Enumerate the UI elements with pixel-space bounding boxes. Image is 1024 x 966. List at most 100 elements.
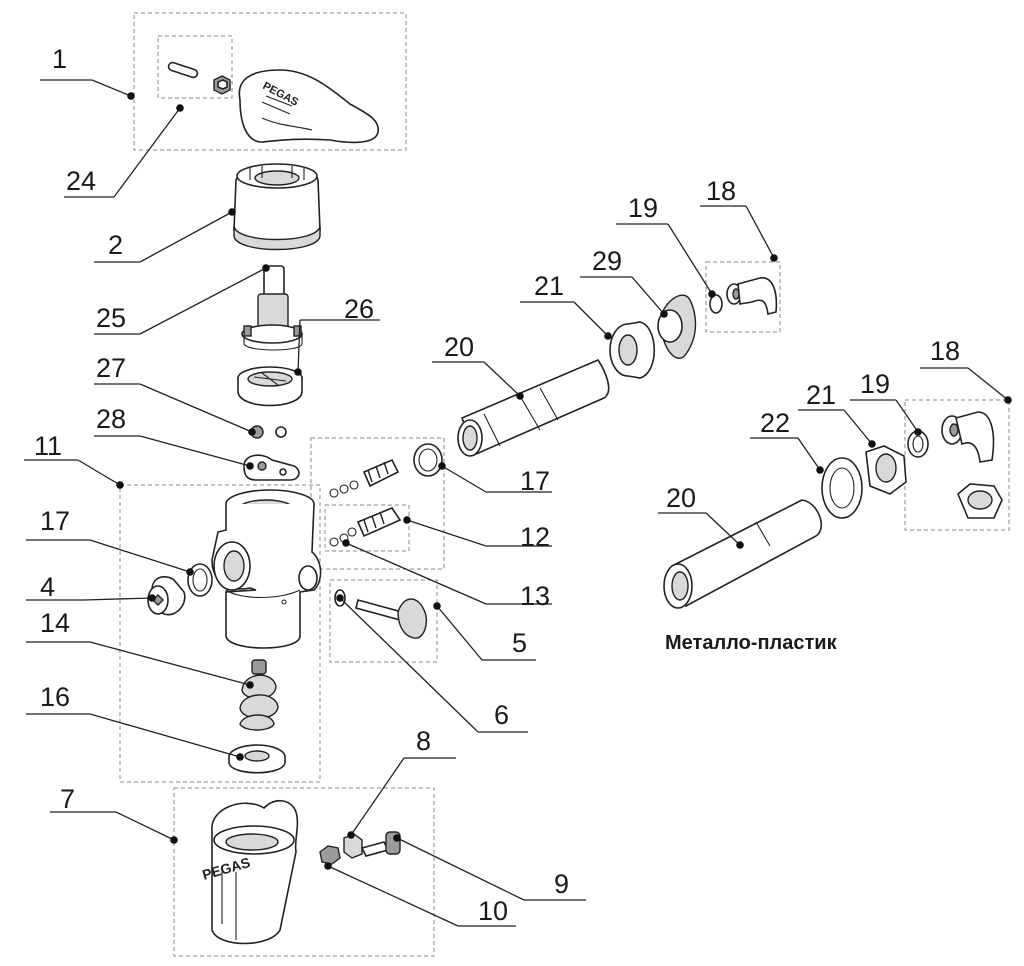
callout-dot bbox=[236, 753, 244, 761]
callout-leader-line bbox=[967, 367, 1009, 401]
callout-dot bbox=[228, 208, 236, 216]
callout-10: 10 bbox=[324, 862, 516, 927]
callout-17: 17 bbox=[438, 462, 552, 496]
callout-number: 4 bbox=[40, 572, 55, 602]
part-ring bbox=[237, 366, 303, 407]
callout-dot bbox=[127, 92, 135, 100]
callout-9: 9 bbox=[393, 834, 586, 901]
callout-leader-line bbox=[797, 437, 821, 471]
group-box-body bbox=[119, 484, 321, 783]
part-oring-right bbox=[413, 443, 443, 477]
callout-dot bbox=[170, 836, 178, 844]
callout-2: 2 bbox=[94, 208, 236, 263]
callout-dot bbox=[148, 594, 156, 602]
callout-leader-line bbox=[483, 361, 521, 397]
parts: PEGAS bbox=[147, 61, 1003, 945]
callout-13: 13 bbox=[342, 539, 552, 611]
callout-dot bbox=[246, 462, 254, 470]
callout-20: 20 bbox=[432, 332, 524, 400]
callout-20: 20 bbox=[658, 483, 744, 549]
callout-number: 25 bbox=[96, 303, 126, 333]
callout-dot bbox=[347, 831, 355, 839]
part-cover: PEGAS bbox=[200, 800, 299, 945]
part-plug bbox=[147, 576, 186, 616]
callout-dot bbox=[433, 602, 441, 610]
group-box-elbow-top bbox=[705, 261, 781, 333]
callout-number: 7 bbox=[60, 784, 75, 814]
part-oring-left bbox=[187, 563, 213, 597]
callout-number: 19 bbox=[628, 193, 658, 223]
callout-18: 18 bbox=[920, 336, 1012, 404]
part-spindle bbox=[241, 265, 303, 351]
callout-leader-line bbox=[345, 542, 487, 605]
callout-number: 13 bbox=[520, 581, 550, 611]
callout-25: 25 bbox=[94, 264, 270, 335]
part-handle-lever: PEGAS bbox=[238, 69, 379, 144]
callout-27: 27 bbox=[94, 353, 256, 436]
callout-number: 22 bbox=[760, 408, 790, 438]
group-box-cover bbox=[173, 787, 435, 957]
part-spring bbox=[239, 659, 279, 731]
callout-dot bbox=[736, 541, 744, 549]
part-elbow-right bbox=[941, 411, 1003, 519]
part-ring-top bbox=[709, 294, 723, 314]
part-flat-washer bbox=[821, 457, 863, 519]
callout-leader-line bbox=[113, 107, 181, 198]
callout-leader-line bbox=[115, 811, 175, 841]
callout-21: 21 bbox=[798, 380, 876, 448]
callout-21: 21 bbox=[520, 271, 612, 340]
callout-6: 6 bbox=[336, 594, 528, 733]
group-box-pin-nut bbox=[157, 35, 233, 99]
callout-number: 24 bbox=[66, 166, 96, 196]
callout-number: 16 bbox=[40, 682, 70, 712]
callout-8: 8 bbox=[347, 726, 456, 839]
callout-dot bbox=[660, 310, 668, 318]
part-pipe-right bbox=[663, 499, 822, 609]
part-main-body bbox=[211, 489, 322, 649]
callout-29: 29 bbox=[580, 246, 668, 318]
callout-leader-line bbox=[436, 605, 483, 661]
callout-leader-line bbox=[139, 435, 251, 467]
callout-leader-line bbox=[350, 757, 405, 836]
callout-leader-line bbox=[139, 267, 267, 335]
callout-4: 4 bbox=[26, 572, 156, 602]
callout-leader-line bbox=[89, 539, 191, 573]
part-nipples bbox=[329, 458, 402, 547]
callout-19: 19 bbox=[616, 193, 716, 298]
callout-dot bbox=[708, 290, 716, 298]
callout-dot bbox=[914, 428, 922, 436]
callout-dot bbox=[1004, 396, 1012, 404]
callout-leader-line bbox=[91, 79, 132, 97]
callout-dot bbox=[342, 539, 350, 547]
part-wing-nut bbox=[657, 294, 697, 359]
callout-number: 11 bbox=[34, 431, 62, 461]
callout-26: 26 bbox=[294, 294, 380, 376]
part-small-nut bbox=[319, 845, 341, 865]
callout-leader-line bbox=[77, 459, 121, 486]
callout-number: 6 bbox=[494, 700, 509, 730]
callout-5: 5 bbox=[433, 602, 536, 661]
callout-dot bbox=[604, 332, 612, 340]
callout-leader-line bbox=[83, 597, 153, 601]
callout-1: 1 bbox=[40, 44, 135, 100]
callout-leader-line bbox=[705, 512, 741, 546]
part-valve-key bbox=[334, 589, 428, 639]
part-cap bbox=[233, 163, 321, 251]
callout-number: 14 bbox=[40, 608, 70, 638]
callout-dot bbox=[393, 834, 401, 842]
callout-7: 7 bbox=[50, 784, 178, 844]
callout-16: 16 bbox=[26, 682, 244, 761]
callout-17: 17 bbox=[26, 506, 194, 576]
callout-14: 14 bbox=[26, 608, 254, 689]
callout-number: 17 bbox=[40, 506, 70, 536]
callout-leader-line bbox=[139, 383, 253, 433]
callout-19: 19 bbox=[850, 369, 922, 436]
callout-22: 22 bbox=[750, 408, 824, 474]
callout-24: 24 bbox=[64, 104, 184, 198]
callout-dot bbox=[438, 462, 446, 470]
callout-leader-line bbox=[573, 301, 609, 337]
callout-dot bbox=[336, 594, 344, 602]
callout-number: 21 bbox=[534, 271, 564, 301]
callout-leader-line bbox=[843, 409, 873, 445]
